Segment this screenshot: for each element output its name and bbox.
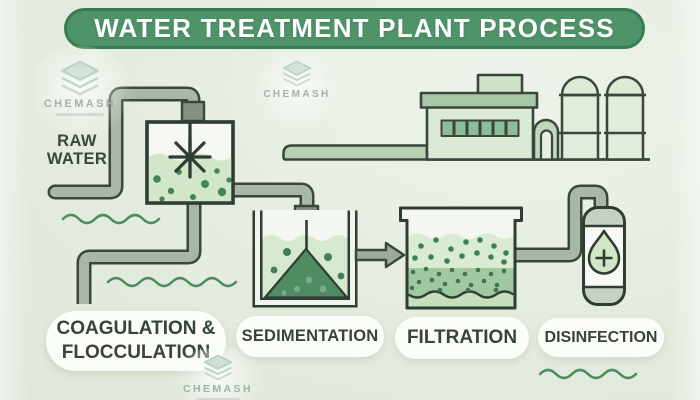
pipe-connector	[180, 100, 206, 123]
wavy-line	[61, 213, 161, 225]
water-particles	[412, 237, 509, 265]
treatment-building	[282, 73, 650, 161]
water-layer	[408, 233, 514, 268]
building-rooftop-box	[476, 73, 524, 95]
tank-drain-pipe	[76, 201, 202, 304]
page-title: WATER TREATMENT PLANT PROCESS	[64, 8, 645, 49]
coagulation-tank	[145, 120, 235, 205]
wavy-line	[106, 276, 238, 288]
storage-silo	[559, 75, 601, 161]
stage-label-coagulation-flocculation: COAGULATION & FLOCCULATION	[46, 311, 226, 371]
sediment-particles	[281, 276, 327, 296]
filtration-to-disinfection-pipe	[516, 184, 609, 263]
settling-particles	[270, 248, 345, 280]
wavy-line	[538, 368, 638, 380]
stage-label-filtration: FILTRATION	[395, 317, 529, 359]
gravel-layer	[408, 291, 514, 307]
mixer-icon	[168, 121, 212, 179]
stage-label-sedimentation: SEDIMENTATION	[236, 316, 384, 357]
building-roof	[419, 91, 539, 109]
storage-silo	[604, 75, 646, 161]
wavy-line-group	[61, 213, 638, 380]
stage-label-disinfection: DISINFECTION	[538, 318, 664, 357]
sand-particles	[409, 266, 507, 293]
floc-particles	[153, 168, 232, 202]
droplet-plus-icon	[587, 229, 621, 275]
arrow-right-icon	[354, 241, 406, 269]
disinfection-cylinder	[582, 206, 626, 306]
layer-boundary-wave	[407, 290, 515, 299]
building-arch-opening	[539, 129, 554, 161]
coagulation-to-sedimentation-pipe	[231, 182, 315, 208]
building-platform	[282, 144, 429, 161]
sedimentation-tank	[252, 210, 358, 308]
tank-outline	[145, 120, 235, 205]
building-windows	[440, 119, 520, 137]
tank-walls-inner	[255, 210, 355, 305]
raw-water-label: RAW WATER	[46, 132, 108, 168]
tank-outline	[399, 206, 523, 310]
filtration-tank	[399, 206, 523, 310]
